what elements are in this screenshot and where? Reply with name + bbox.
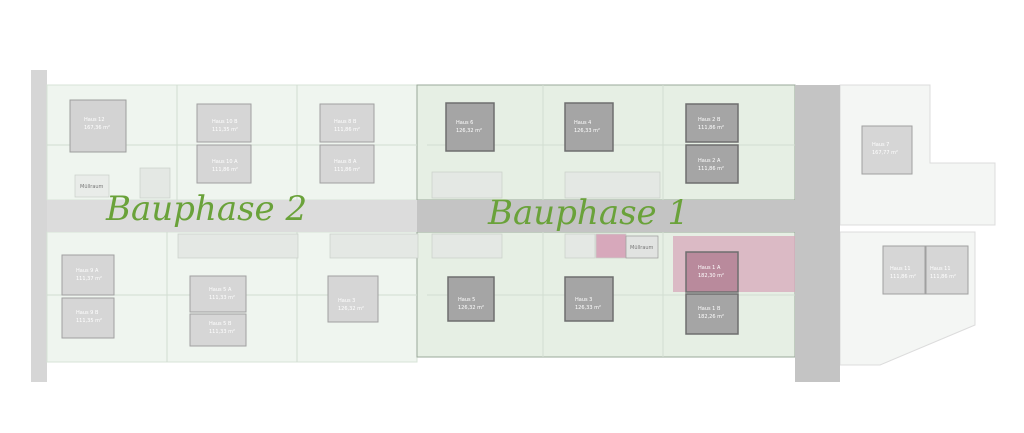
svg-text:Haus 9 A: Haus 9 A [76,268,99,274]
haus-4[interactable]: Haus 4 126,33 m² [564,102,614,152]
haus-1a[interactable]: Haus 1 A 182,30 m² [685,251,739,293]
haus-5a[interactable]: Haus 5 A 111,33 m² [189,275,247,313]
haus-8a[interactable]: Haus 8 A 111,86 m² [319,144,375,184]
svg-text:Haus 3: Haus 3 [338,298,355,304]
svg-text:126,32 m²: 126,32 m² [458,305,484,311]
svg-text:111,37 m²: 111,37 m² [76,276,102,282]
haus-5b[interactable]: Haus 5 B 111,33 m² [189,313,247,347]
svg-text:Haus 5 B: Haus 5 B [209,321,232,327]
svg-text:126,33 m²: 126,33 m² [574,128,600,134]
phase1-label: Bauphase 1 [487,193,689,233]
svg-text:Haus 1 A: Haus 1 A [698,265,721,271]
svg-text:Haus 8 A: Haus 8 A [334,159,357,165]
svg-text:Haus 1 B: Haus 1 B [698,306,721,312]
svg-text:182,30 m²: 182,30 m² [698,273,724,279]
haus-6[interactable]: Haus 6 126,32 m² [445,102,495,152]
muellraum-label-2: Müllraum [630,245,654,251]
svg-text:Haus 6: Haus 6 [456,120,473,126]
svg-text:111,33 m²: 111,33 m² [209,329,235,335]
svg-text:111,86 m²: 111,86 m² [334,167,360,173]
svg-text:Haus 3: Haus 3 [575,297,592,303]
haus-3-west[interactable]: Haus 3 126,32 m² [327,275,379,323]
svg-text:Haus 10 B: Haus 10 B [212,119,238,125]
svg-text:111,86 m²: 111,86 m² [930,274,956,280]
svg-text:111,86 m²: 111,86 m² [212,167,238,173]
svg-text:126,32 m²: 126,32 m² [338,306,364,312]
svg-text:111,86 m²: 111,86 m² [698,166,724,172]
svg-text:167,36 m²: 167,36 m² [84,125,110,131]
svg-text:111,33 m²: 111,33 m² [209,295,235,301]
svg-text:Haus 10 A: Haus 10 A [212,159,238,165]
haus-10b[interactable]: Haus 10 B 111,35 m² [196,103,252,143]
svg-text:Haus 4: Haus 4 [574,120,591,126]
svg-text:Haus 7: Haus 7 [872,142,889,148]
svg-text:126,33 m²: 126,33 m² [575,305,601,311]
haus-11-east[interactable]: Haus 11 111,86 m² [925,245,969,295]
svg-text:111,86 m²: 111,86 m² [698,125,724,131]
svg-text:Haus 11: Haus 11 [930,266,951,272]
svg-text:Haus 11: Haus 11 [890,266,911,272]
haus-9b[interactable]: Haus 9 B 111,35 m² [61,297,115,339]
haus-5[interactable]: Haus 5 126,32 m² [447,276,495,322]
haus-11-west[interactable]: Haus 11 111,86 m² [882,245,926,295]
haus-2a[interactable]: Haus 2 A 111,86 m² [685,144,739,184]
svg-text:Haus 2 B: Haus 2 B [698,117,721,123]
muellraum-box-1 [74,174,110,198]
svg-text:Haus 5: Haus 5 [458,297,475,303]
svg-text:182,26 m²: 182,26 m² [698,314,724,320]
haus-3[interactable]: Haus 3 126,33 m² [564,276,614,322]
haus-12[interactable]: Haus 12 167,36 m² [69,99,127,153]
haus-7[interactable]: Haus 7 167,77 m² [861,125,913,175]
svg-text:126,32 m²: 126,32 m² [456,128,482,134]
svg-text:Haus 8 B: Haus 8 B [334,119,357,125]
svg-text:167,77 m²: 167,77 m² [872,150,898,156]
svg-text:Haus 2 A: Haus 2 A [698,158,721,164]
haus-8b[interactable]: Haus 8 B 111,86 m² [319,103,375,143]
svg-text:111,35 m²: 111,35 m² [212,127,238,133]
east-road [795,85,840,382]
svg-text:Haus 5 A: Haus 5 A [209,287,232,293]
haus-1b[interactable]: Haus 1 B 182,26 m² [685,293,739,335]
svg-text:111,86 m²: 111,86 m² [890,274,916,280]
phase2-label: Bauphase 2 [105,189,307,229]
svg-text:111,86 m²: 111,86 m² [334,127,360,133]
haus-9a[interactable]: Haus 9 A 111,37 m² [61,254,115,296]
haus-2b[interactable]: Haus 2 B 111,86 m² [685,103,739,143]
left-road [31,70,47,382]
svg-text:111,35 m²: 111,35 m² [76,318,102,324]
muellraum-box-2 [625,235,659,259]
main-road-phase1 [417,200,795,232]
parking-rows [139,167,661,259]
svg-text:Haus 9 B: Haus 9 B [76,310,99,316]
haus-10a[interactable]: Haus 10 A 111,86 m² [196,144,252,184]
muellraum-label-1: Müllraum [80,184,104,190]
svg-text:Haus 12: Haus 12 [84,117,105,123]
